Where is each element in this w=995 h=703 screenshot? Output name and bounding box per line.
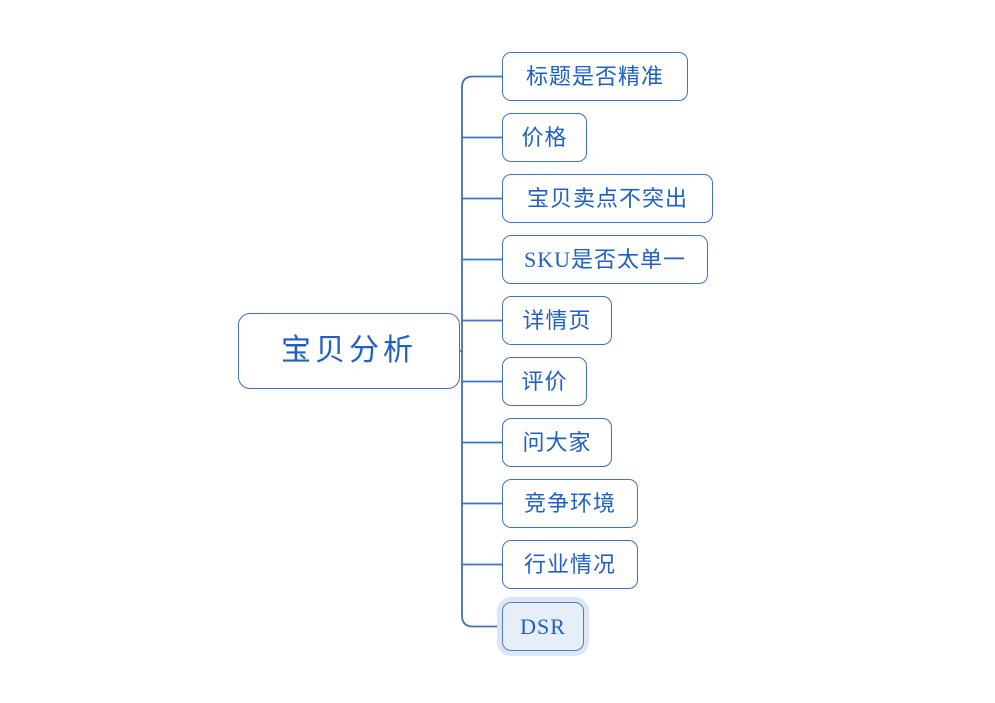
mindmap-node-1[interactable]: 标题是否精准 [502,52,688,101]
node-label: 价格 [521,124,568,150]
mindmap-node-9[interactable]: 行业情况 [502,540,638,589]
node-label: 宝贝卖点不突出 [526,185,688,211]
mindmap-node-10[interactable]: DSR [502,602,584,651]
connector-branch-10 [461,614,503,628]
node-label: 标题是否精准 [525,63,664,89]
root-node-label: 宝贝分析 [281,334,417,367]
node-label: 问大家 [522,429,592,455]
node-label: DSR [520,613,566,639]
connector-branch-1 [461,75,503,89]
mindmap-node-8[interactable]: 竞争环境 [502,479,638,528]
node-label: 行业情况 [523,551,616,577]
mindmap-node-3[interactable]: 宝贝卖点不突出 [502,174,713,223]
node-label: SKU是否太单一 [523,246,686,272]
node-label: 详情页 [522,307,592,333]
node-label: 评价 [521,368,568,394]
mindmap-node-5[interactable]: 详情页 [502,296,612,345]
node-label: 竞争环境 [523,490,616,516]
mindmap-node-7[interactable]: 问大家 [502,418,612,467]
mindmap-root-node[interactable]: 宝贝分析 [238,313,460,389]
mindmap-node-6[interactable]: 评价 [502,357,587,406]
mindmap-node-2[interactable]: 价格 [502,113,587,162]
mindmap-node-4[interactable]: SKU是否太单一 [502,235,708,284]
